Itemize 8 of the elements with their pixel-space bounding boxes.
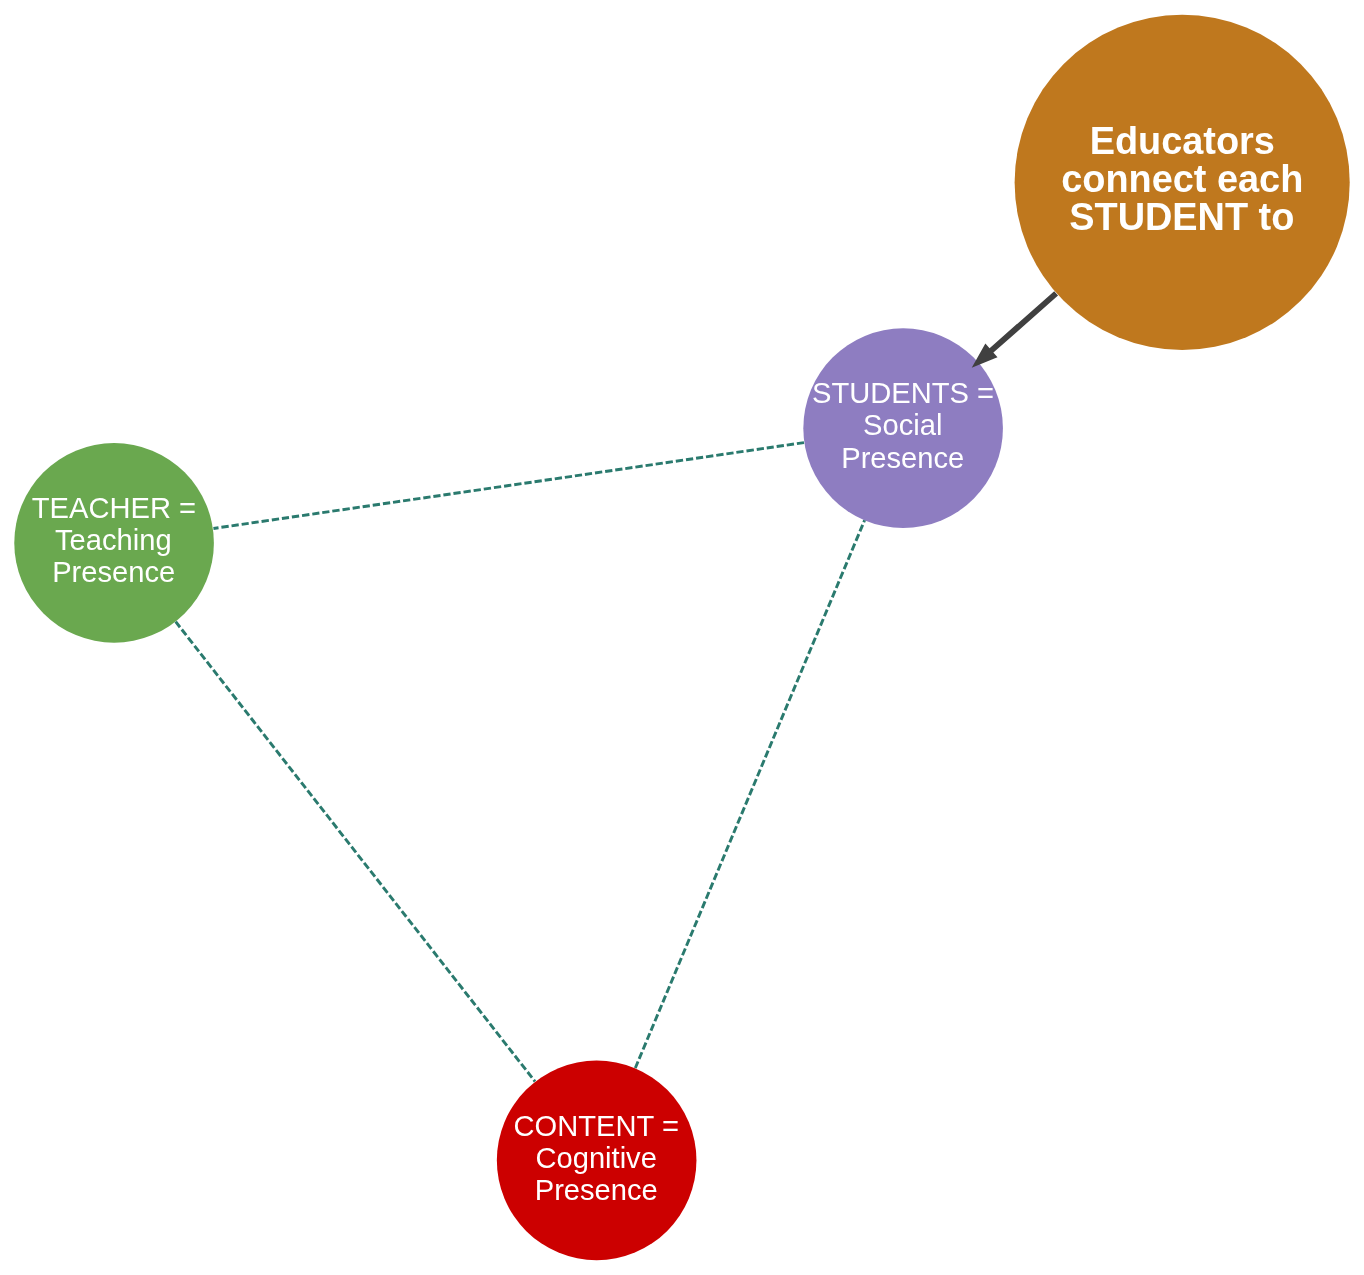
node-circle: Educators connect each STUDENT to: [1014, 14, 1350, 350]
node-circle: TEACHER = Teaching Presence: [14, 443, 214, 643]
node-circle: STUDENTS = Social Presence: [803, 328, 1003, 528]
arrow: [971, 291, 1059, 368]
node-circle: CONTENT = Cognitive Presence: [496, 1060, 697, 1261]
connector: [213, 441, 805, 530]
connector: [633, 519, 866, 1069]
connector: [174, 620, 537, 1083]
